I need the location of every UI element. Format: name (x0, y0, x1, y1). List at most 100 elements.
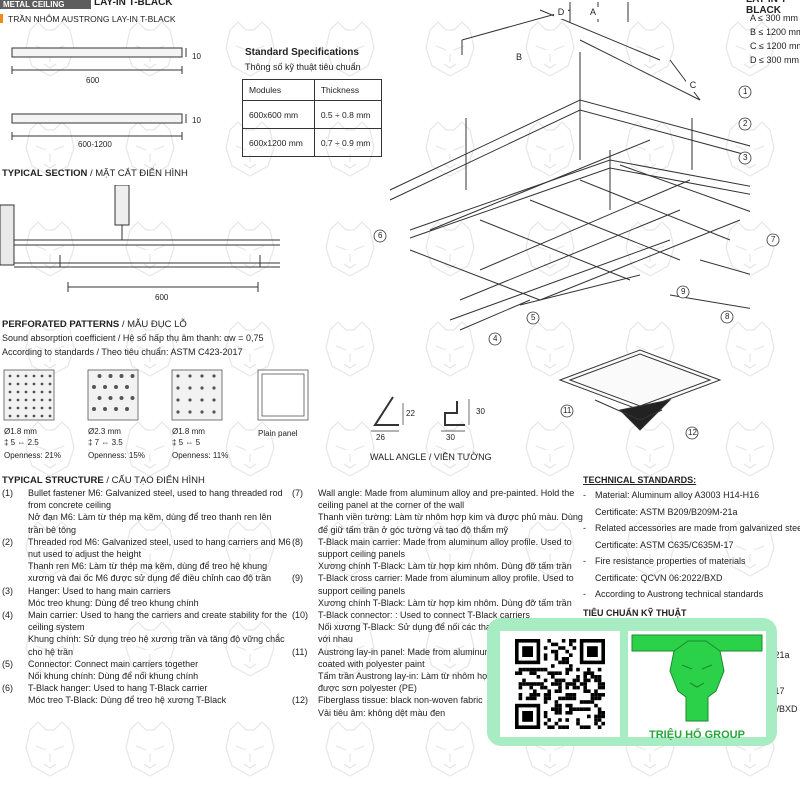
qr-module (597, 711, 602, 715)
qr-module (543, 700, 548, 704)
perforation-hole (200, 398, 204, 402)
qr-module (529, 685, 533, 690)
structure-item-text: T-Black main carrier: Made from aluminum… (318, 536, 572, 547)
dim-label-d: D (554, 7, 568, 19)
dim-label-b: B (512, 52, 526, 64)
qr-module (587, 725, 591, 729)
qr-module (554, 711, 559, 715)
qr-module (551, 682, 555, 686)
structure-item-text: nut used to adjust the height (28, 549, 142, 559)
qr-module (594, 721, 598, 726)
isometric-grid-drawing (389, 2, 750, 431)
spec-cell: 0.7 ÷ 0.9 mm (313, 128, 383, 157)
qr-module (579, 725, 584, 729)
qr-module (561, 678, 566, 683)
wall-b-width: 30 (446, 433, 455, 442)
qr-module (576, 675, 580, 679)
structure-item-text: Threaded rod M6: Galvanized steel, used … (28, 536, 291, 547)
qr-module (597, 685, 602, 690)
structure-item-text: from concrete ceiling (28, 500, 112, 511)
spec-subtitle: Thông số kỹ thuật tiêu chuẩn (245, 62, 361, 72)
qr-module (558, 682, 562, 686)
perforation-hole (24, 382, 28, 386)
qr-module (565, 685, 569, 690)
structure-item-text: với nhau (318, 634, 353, 645)
qr-module (565, 711, 569, 715)
structure-item-number: (6) (2, 683, 13, 694)
qr-module (576, 678, 580, 683)
qr-module (565, 682, 569, 686)
qr-code[interactable] (500, 631, 620, 737)
panel2-height: 10 (192, 116, 201, 125)
qr-module (565, 667, 569, 672)
qr-module (543, 714, 548, 719)
perforation-swatches (3, 369, 309, 421)
structure-item-text: Bullet fastener M6: Galvanized steel, us… (28, 488, 283, 498)
qr-module (587, 689, 591, 693)
qr-module (579, 707, 584, 711)
qr-module (547, 671, 551, 675)
structure-item-text: Xương chính T-Black: Làm từ hợp kim nhôm… (318, 597, 572, 608)
structure-item-text: Wall angle: Made from aluminum alloy and… (318, 488, 575, 498)
structure-item-text: Móc treo T-Black: Dùng để treo hệ xương … (28, 695, 227, 706)
perforation-hole (176, 374, 180, 378)
structure-item-text: Main carrier: Used to hang the carriers … (28, 610, 288, 620)
perforation-hole (40, 382, 44, 386)
qr-module (601, 721, 605, 726)
structure-item-text: để giữ tấm trần ở góc tường và tạo độ th… (318, 524, 508, 535)
qr-module (558, 671, 562, 675)
tech-bullet: - (583, 556, 586, 566)
perforation-hole (119, 374, 124, 378)
pattern3-diameter: Ø1.8 mm (172, 427, 205, 436)
qr-finder (522, 711, 533, 722)
qr-module (561, 657, 566, 661)
perforation-hole (108, 396, 113, 400)
qr-module (543, 721, 548, 726)
qr-module (565, 696, 569, 701)
qr-module (594, 678, 598, 683)
panel1-width: 600 (86, 76, 100, 85)
qr-module (572, 693, 577, 697)
tech-title: TECHNICAL STANDARDS: (583, 475, 697, 485)
product-subtitle: TRẦN NHÔM AUSTRONG LAY-IN T-BLACK (8, 14, 176, 24)
perforation-hole (114, 407, 118, 411)
perforation-hole (130, 396, 135, 400)
perforation-hole (212, 398, 216, 402)
wall-angle-label: WALL ANGLE / VIỀN TƯỜNG (370, 452, 492, 462)
perforation-hole (212, 410, 216, 414)
qr-module (554, 671, 559, 675)
qr-module (551, 725, 555, 729)
qr-module (597, 714, 602, 719)
perforation-hole (119, 396, 124, 400)
qr-module (533, 689, 537, 693)
qr-module (572, 685, 577, 690)
perforation-hole (200, 374, 204, 378)
qr-module (590, 693, 595, 697)
qr-module (525, 696, 530, 701)
qr-module (543, 657, 548, 661)
structure-item-number: (12) (292, 695, 309, 706)
qr-code-panel (500, 631, 620, 737)
qr-module (540, 685, 544, 690)
qr-module (554, 657, 559, 661)
structure-item-text: Tấm trần Austrong lay-in: Làm từ nhôm hợ… (318, 671, 510, 681)
qr-module (518, 671, 523, 675)
perforation-hole (48, 374, 52, 378)
callout-9: 9 (681, 287, 686, 296)
structure-item-text: Vải tiêu âm: không dệt màu đen (318, 707, 446, 718)
qr-module (594, 718, 598, 722)
qr-module (547, 639, 551, 643)
qr-module (554, 653, 559, 657)
qr-module (569, 653, 573, 657)
qr-module (551, 664, 555, 668)
pattern2-openness: Openness: 15% (88, 451, 145, 460)
qr-module (558, 646, 562, 650)
qr-module (594, 693, 598, 697)
qr-module (543, 696, 548, 701)
callout-2: 2 (743, 119, 748, 128)
tech-item: Material: Aluminum alloy A3003 H14-H16 (595, 490, 760, 500)
perforation-hole (48, 398, 52, 402)
qr-module (561, 725, 566, 729)
structure-item-text: T-Black connector: : Used to connect T-B… (318, 610, 530, 620)
pattern3-openness: Openness: 11% (172, 451, 229, 460)
